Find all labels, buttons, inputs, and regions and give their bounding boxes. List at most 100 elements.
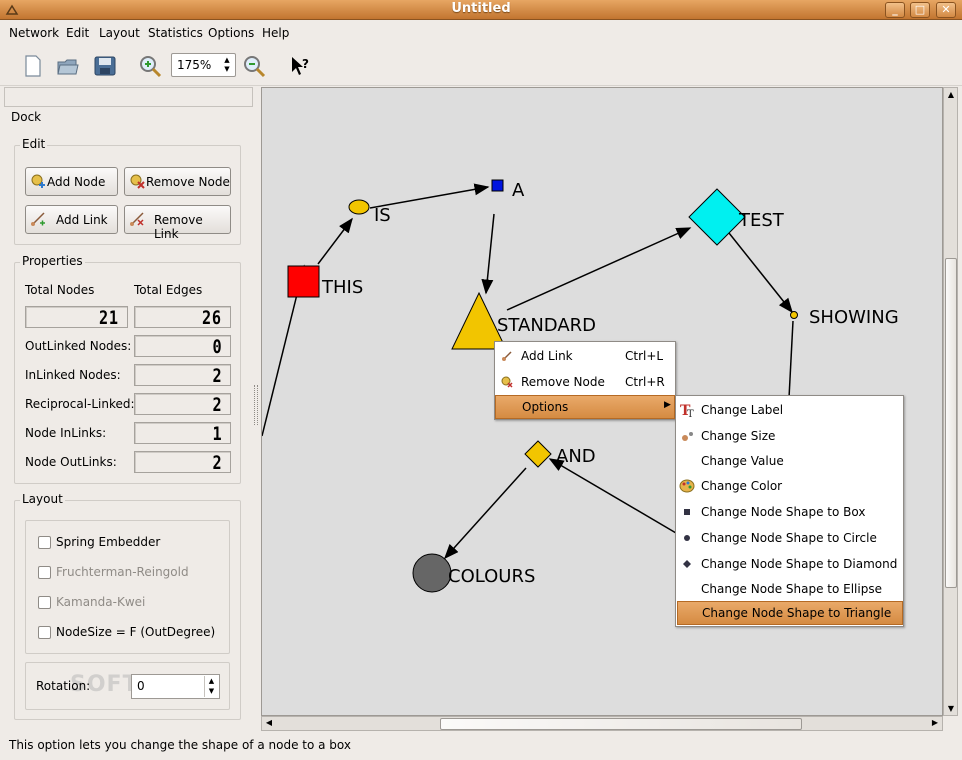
menu-edit[interactable]: Edit [66,26,90,40]
vertical-scrollbar[interactable]: ▲ ▼ [943,87,958,716]
node-label-this: THIS [322,277,364,298]
rotation-spinbox[interactable]: 0 ▲▼ [131,674,220,699]
edge-showing-down [788,320,794,399]
zoom-out-icon[interactable] [242,54,266,78]
nodesize-outdegree-checkbox[interactable] [38,626,51,639]
scroll-right-arrow[interactable]: ▶ [931,718,939,727]
edge-right-and [548,458,677,534]
inlinked-nodes-value: 2 [212,365,222,387]
remove-node-label: Remove Node [146,175,230,189]
node-inlinks-display: 1 [134,422,231,445]
close-button[interactable]: ✕ [936,2,956,18]
rotation-label: Rotation: [36,679,91,693]
dock-splitter[interactable] [254,385,258,425]
zoom-select[interactable]: 175% ▲▼ [171,53,236,77]
shape-ellipse-item[interactable]: Change Node Shape to Ellipse [676,577,903,601]
status-text: This option lets you change the shape of… [9,738,351,752]
menu-statistics[interactable]: Statistics [148,26,203,40]
context-menu-add-link-label: Add Link [521,349,573,363]
title-bar: Untitled _ □ ✕ [0,0,962,20]
maximize-button[interactable]: □ [910,2,930,18]
context-menu-add-link[interactable]: Add Link Ctrl+L [495,344,675,368]
layout-group [14,500,241,720]
node-test-diamond[interactable] [688,188,746,246]
edge-is-a [369,183,490,209]
horizontal-scrollbar[interactable]: ◀ ▶ [261,716,943,731]
add-link-icon [502,351,512,361]
add-link-label: Add Link [56,213,108,227]
outlinked-nodes-label: OutLinked Nodes: [25,339,132,353]
menu-network[interactable]: Network [9,26,60,40]
total-edges-display: 26 [134,306,231,329]
status-bar: This option lets you change the shape of… [0,734,962,760]
zoom-in-icon[interactable] [138,54,162,78]
shape-triangle-text: Change Node Shape to Triangle [702,606,892,620]
resize-icon [682,432,693,441]
context-menu-remove-node-shortcut: Ctrl+R [625,375,665,389]
node-label-and: AND [556,446,596,467]
node-and-diamond[interactable] [524,440,552,468]
shape-box-item[interactable]: Change Node Shape to Box [676,500,903,524]
scroll-down-arrow[interactable]: ▼ [947,704,955,713]
properties-group-title: Properties [20,254,85,268]
edge-standard-test [506,227,692,311]
minimize-button[interactable]: _ [885,2,905,18]
reciprocal-linked-display: 2 [134,393,231,416]
change-value-text: Change Value [701,454,784,468]
menu-help[interactable]: Help [262,26,290,40]
vertical-scroll-thumb[interactable] [945,258,957,588]
edit-group [14,145,241,245]
rotation-spin-arrows[interactable]: ▲▼ [204,676,218,697]
node-this-box[interactable] [287,265,320,298]
edge-test-showing [728,232,793,314]
menu-layout[interactable]: Layout [99,26,140,40]
horizontal-scroll-thumb[interactable] [440,718,802,730]
submenu-arrow-icon: ▶ [664,400,671,410]
remove-node-icon [501,376,513,388]
remove-link-button[interactable]: Remove Link [124,205,231,241]
scroll-up-arrow[interactable]: ▲ [947,90,955,99]
outlinked-nodes-value: 0 [212,336,222,358]
whats-this-help-icon[interactable]: ? [288,54,312,78]
circle-shape-icon [684,535,690,541]
node-label-is: IS [374,205,391,226]
node-is-ellipse[interactable] [348,199,370,215]
kamanda-kwei-checkbox[interactable] [38,596,51,609]
layout-options-frame [25,520,230,654]
context-menu-options[interactable]: Options ▶ [495,395,675,419]
shape-triangle-item[interactable]: Change Node Shape to Triangle [677,601,903,625]
scroll-left-arrow[interactable]: ◀ [265,718,273,727]
change-size-item[interactable]: Change Size [676,424,903,448]
total-nodes-display: 21 [25,306,128,329]
add-link-button[interactable]: Add Link [25,205,118,234]
inlinked-nodes-label: InLinked Nodes: [25,368,121,382]
toolbar: ? [0,46,962,86]
change-value-item[interactable]: Change Value [676,449,903,473]
fruchterman-reingold-checkbox[interactable] [38,566,51,579]
node-showing-circle[interactable] [790,311,798,319]
save-icon[interactable] [93,54,117,78]
remove-node-button[interactable]: Remove Node [124,167,231,196]
change-color-text: Change Color [701,479,783,493]
change-label-item[interactable]: T T Change Label [676,398,903,422]
node-a-box[interactable] [491,179,504,192]
shape-diamond-item[interactable]: Change Node Shape to Diamond [676,552,903,576]
add-node-button[interactable]: Add Node [25,167,118,196]
rotation-value: 0 [137,679,145,693]
reciprocal-linked-label: Reciprocal-Linked: [25,397,135,411]
shape-box-text: Change Node Shape to Box [701,505,866,519]
node-outlinks-value: 2 [212,452,222,474]
node-standard-triangle[interactable] [451,291,507,350]
total-edges-value: 26 [202,307,222,329]
context-menu-remove-node[interactable]: Remove Node Ctrl+R [495,370,675,394]
text-label-icon: T T [680,403,694,418]
node-label-test: TEST [739,210,784,231]
node-colours-circle[interactable] [412,553,452,593]
shape-circle-item[interactable]: Change Node Shape to Circle [676,526,903,550]
spring-embedder-checkbox[interactable] [38,536,51,549]
change-color-item[interactable]: Change Color [676,474,903,498]
menu-options[interactable]: Options [208,26,255,40]
new-file-icon[interactable] [21,54,45,78]
zoom-spin-arrows[interactable]: ▲▼ [224,56,230,73]
open-folder-icon[interactable] [56,54,80,78]
